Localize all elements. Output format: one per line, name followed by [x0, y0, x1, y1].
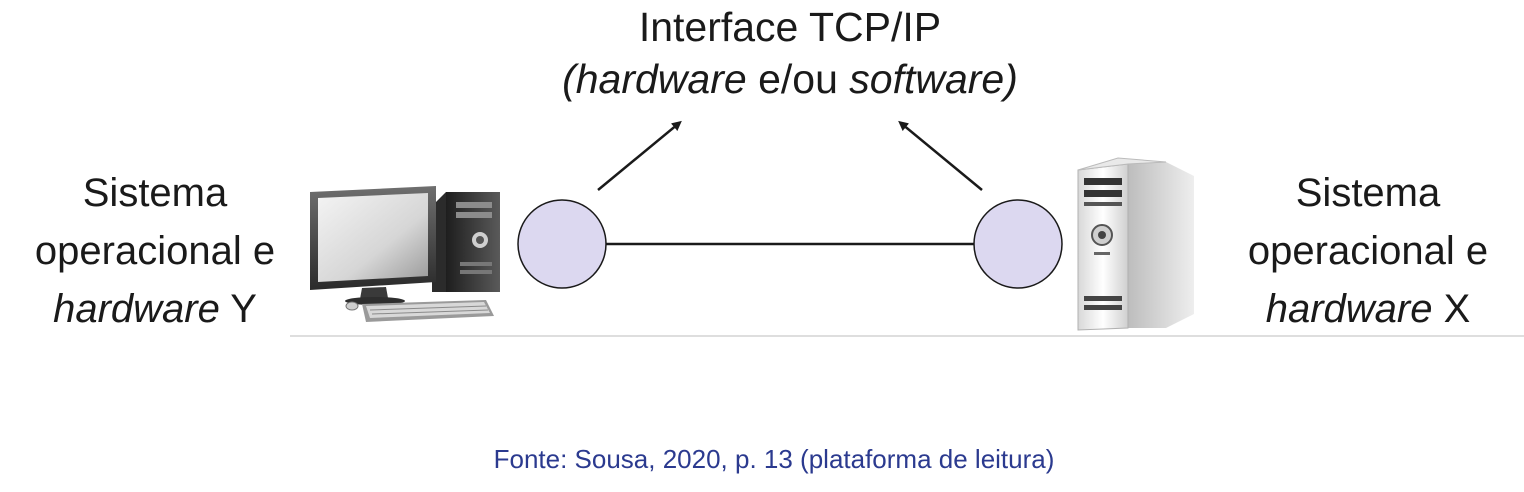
- right-label-line3: hardware X: [1212, 280, 1524, 338]
- subtitle-open: (: [562, 56, 576, 102]
- subtitle-middle: e/ou: [746, 56, 850, 102]
- right-system-label: Sistema operacional e hardware X: [1212, 164, 1524, 338]
- server-tower-icon: [1077, 157, 1194, 331]
- arrow-left: [597, 120, 682, 191]
- desktop-computer-icon: [310, 186, 500, 322]
- diagram-title: Interface TCP/IP: [638, 4, 942, 50]
- subtitle-software: software: [849, 56, 1005, 102]
- left-label-suffix: Y: [219, 287, 257, 331]
- diagram-subtitle: (hardware e/ou software): [0, 54, 1524, 104]
- left-label-line3: hardware Y: [0, 280, 310, 338]
- left-system-label: Sistema operacional e hardware Y: [0, 164, 310, 338]
- right-label-line1: Sistema: [1295, 171, 1441, 215]
- subtitle-hardware: hardware: [575, 56, 747, 102]
- arrow-right: [898, 120, 983, 191]
- subtitle-close: ): [1004, 56, 1018, 102]
- right-label-suffix: X: [1432, 287, 1471, 331]
- left-label-line1: Sistema: [82, 171, 228, 215]
- right-label-italic: hardware: [1265, 287, 1433, 331]
- interface-node-left: [517, 199, 607, 289]
- interface-node-right: [973, 199, 1063, 289]
- right-label-line2: operacional e: [1247, 229, 1489, 273]
- left-label-italic: hardware: [53, 287, 220, 331]
- left-label-line2: operacional e: [34, 229, 276, 273]
- source-caption: Fonte: Sousa, 2020, p. 13 (plataforma de…: [493, 444, 1055, 474]
